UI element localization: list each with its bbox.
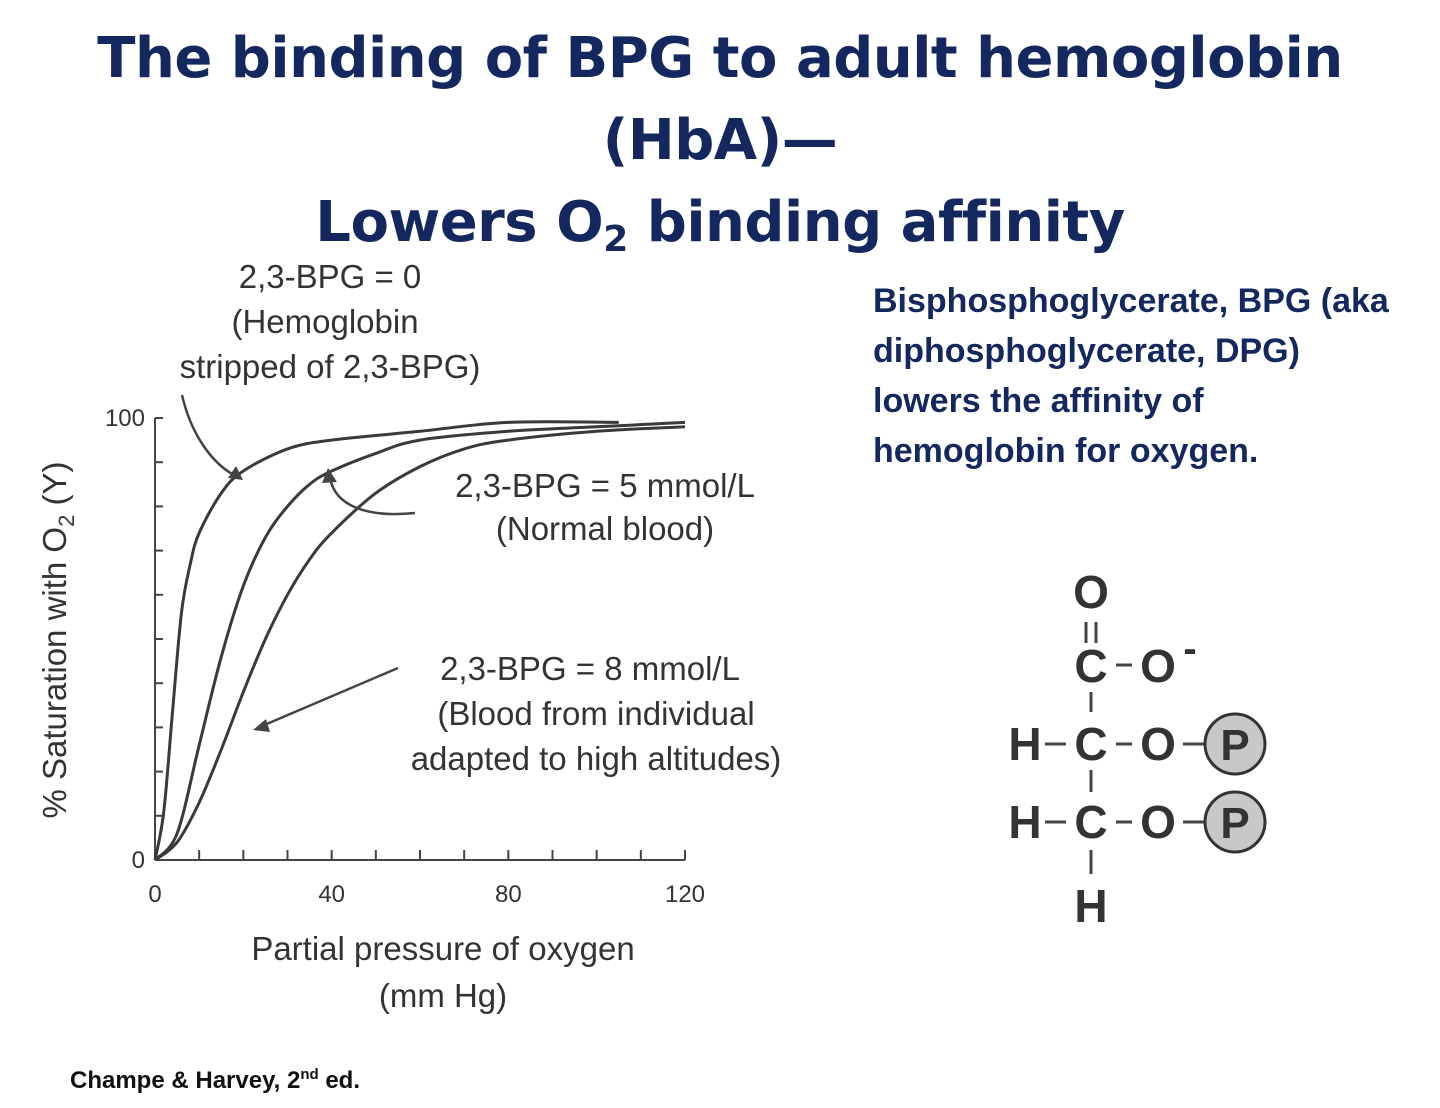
atom-h-bottom: H — [1074, 880, 1107, 932]
y-axis-label-post: (Y) — [36, 461, 73, 514]
phosphate-p-1: P — [1220, 721, 1249, 770]
annotation-bpg-5-line-1: 2,3-BPG = 5 mmol/L — [455, 467, 755, 504]
annotation-bpg-0-arrowhead — [228, 466, 243, 480]
annotation-bpg-5-arrow — [328, 477, 416, 516]
title-line-2-pre: Lowers O — [315, 190, 604, 255]
annotation-bpg-8-line-2: (Blood from individual — [437, 695, 754, 732]
phosphate-circle-1 — [1203, 712, 1267, 776]
bpg-structure-diagram: O C O - H C O P H C O P H — [1008, 566, 1267, 932]
atom-o-top: O — [1073, 566, 1109, 618]
atom-o2: O — [1140, 718, 1176, 770]
annotation-bpg-8-line-3: adapted to high altitudes) — [411, 740, 782, 777]
atom-c3: C — [1074, 796, 1107, 848]
annotation-bpg-0: 2,3-BPG = 0 (Hemoglobin stripped of 2,3-… — [180, 258, 481, 480]
series-line-2 — [154, 425, 686, 862]
x-tick-label: 0 — [148, 881, 161, 908]
y-axis-label-pre: % Saturation with O — [36, 527, 73, 819]
x-tick-label: 40 — [318, 881, 345, 908]
y-axis-label-sub: 2 — [54, 515, 79, 527]
title-line-2: Lowers O2 binding affinity — [0, 182, 1440, 264]
phosphate-circle-2 — [1203, 790, 1267, 854]
y-axis-label: % Saturation with O2 (Y) — [36, 461, 79, 818]
atom-c2: C — [1074, 718, 1107, 770]
annotation-bpg-5: 2,3-BPG = 5 mmol/L (Normal blood) — [322, 467, 755, 547]
annotation-bpg-0-line-3: stripped of 2,3-BPG) — [180, 348, 481, 385]
y-tick-label: 0 — [132, 847, 145, 874]
annotation-bpg-8: 2,3-BPG = 8 mmol/L (Blood from individua… — [253, 650, 781, 777]
citation-post: ed. — [318, 1067, 360, 1094]
slide-title: The binding of BPG to adult hemoglobin (… — [0, 18, 1440, 264]
annotation-bpg-5-arrowhead — [322, 468, 337, 483]
title-o2-subscript: 2 — [603, 219, 628, 260]
annotation-bpg-8-line-1: 2,3-BPG = 8 mmol/L — [440, 650, 740, 687]
series-line-0 — [153, 420, 619, 861]
annotation-bpg-0-arrow — [180, 394, 241, 480]
atom-h3: H — [1008, 796, 1041, 848]
citation: Champe & Harvey, 2nd ed. — [70, 1066, 360, 1095]
atom-o1: O — [1140, 640, 1176, 692]
title-line-1: The binding of BPG to adult hemoglobin (… — [97, 26, 1343, 173]
y-tick-label: 100 — [105, 405, 145, 432]
atom-o3: O — [1140, 796, 1176, 848]
citation-sup: nd — [300, 1066, 319, 1083]
atom-h2: H — [1008, 718, 1041, 770]
title-line-2-post: binding affinity — [627, 190, 1125, 255]
annotation-bpg-0-line-2: (Hemoglobin — [231, 303, 418, 340]
atom-c1: C — [1074, 640, 1107, 692]
carboxylate-charge: - — [1183, 627, 1196, 671]
annotation-bpg-8-arrowhead — [253, 719, 270, 732]
x-axis-label-line-2: (mm Hg) — [379, 977, 507, 1014]
bpg-description: Bisphosphoglycerate, BPG (aka diphosphog… — [873, 282, 1389, 470]
x-tick-label: 80 — [495, 881, 522, 908]
annotation-bpg-0-line-1: 2,3-BPG = 0 — [239, 258, 422, 295]
axis-tick-labels: 0 40 80 120 0 100 — [105, 405, 705, 908]
x-tick-label: 120 — [665, 881, 705, 908]
annotation-bpg-5-line-2: (Normal blood) — [496, 510, 714, 547]
citation-pre: Champe & Harvey, 2 — [70, 1067, 301, 1094]
annotation-bpg-8-arrow — [261, 666, 399, 728]
series-line-1 — [153, 420, 686, 862]
series-lines — [153, 420, 686, 862]
x-axis-label-line-1: Partial pressure of oxygen — [251, 930, 634, 967]
phosphate-p-2: P — [1220, 799, 1249, 848]
